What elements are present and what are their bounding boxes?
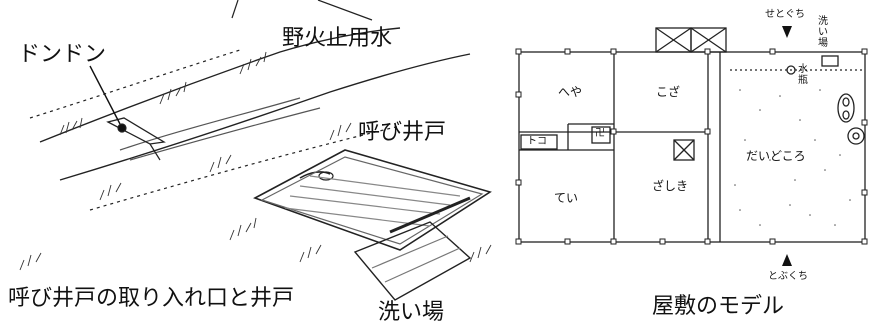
label-intake: 呼び井戸の取り入れ口と井戸 <box>8 286 295 311</box>
label-noroshi: 野火止用水 <box>282 26 393 51</box>
door-setoguchi-label: せとぐち <box>765 9 805 20</box>
door-tobukuchi-label: とぶくち <box>768 271 808 282</box>
butsudan-symbol: 卍 <box>595 128 605 139</box>
label-dondon: ドンドン <box>18 42 107 67</box>
room-heya: へや <box>558 85 583 99</box>
room-daidokoro: だいどころ <box>746 149 806 163</box>
room-koza: こざ <box>656 85 681 99</box>
label-araiba: 洗い場 <box>378 300 445 325</box>
water-jar-label: 水瓶 <box>798 64 808 86</box>
floor-plan-caption: 屋敷のモデル <box>652 294 785 319</box>
room-zashiki: ざしき <box>652 179 689 193</box>
toko-label: トコ <box>527 136 547 147</box>
label-yobi-ido: 呼び井戸 <box>358 120 447 145</box>
room-tei: てい <box>554 191 579 205</box>
wash-area-label: 洗い場 <box>818 16 828 49</box>
